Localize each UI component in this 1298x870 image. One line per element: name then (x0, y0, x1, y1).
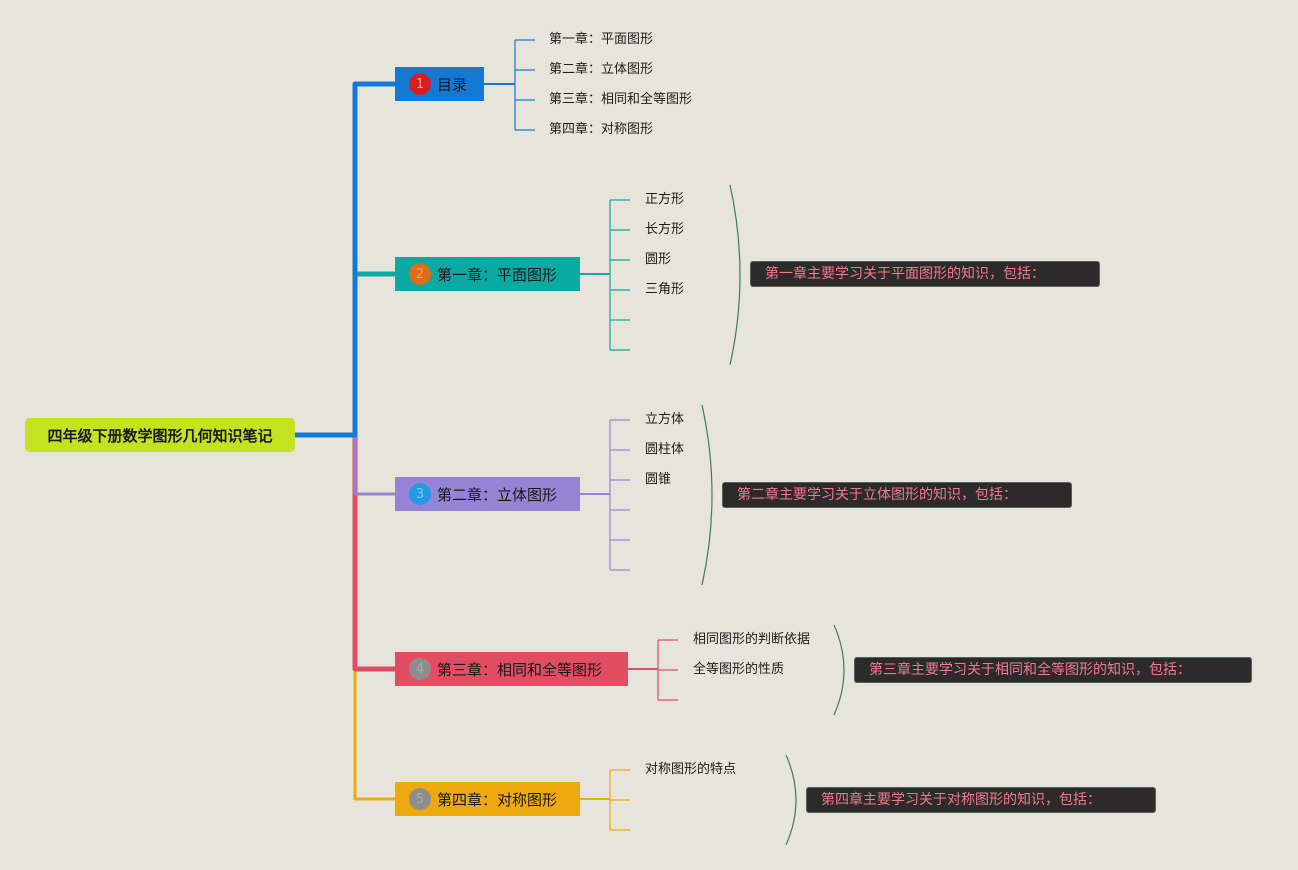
chapter-3-number-badge: 4 (409, 658, 431, 680)
toc-subtopic[interactable]: 第一章：平面图形 (549, 32, 654, 47)
chapter-3-label: 第三章：相同和全等图形 (437, 660, 603, 679)
chapter-2-subtopic[interactable]: 圆柱体 (645, 442, 685, 457)
toc-number-badge: 1 (409, 73, 431, 95)
toc-topic[interactable]: 1 目录 (395, 67, 484, 101)
toc-connector (295, 81, 395, 438)
chapter-2-subtopic[interactable]: 圆锥 (645, 472, 672, 487)
chapter-2-number-badge: 3 (409, 483, 431, 505)
toc-label: 目录 (437, 75, 468, 94)
chapter-2-label: 第二章：立体图形 (437, 485, 558, 504)
chapter-2-topic[interactable]: 3 第二章：立体图形 (395, 477, 580, 511)
chapter-4-subtopic[interactable]: 对称图形的特点 (645, 762, 737, 777)
chapter-1-topic[interactable]: 2 第一章：平面图形 (395, 257, 580, 291)
chapter-1-subtopic[interactable]: 正方形 (645, 192, 685, 207)
chapter-1-subtopic[interactable]: 圆形 (645, 252, 672, 267)
chapter-4-topic[interactable]: 5 第四章：对称图形 (395, 782, 580, 816)
chapter-2-summary-brace (701, 404, 713, 586)
toc-subtopic[interactable]: 第四章：对称图形 (549, 122, 654, 137)
chapter-2-summary[interactable]: 第二章主要学习关于立体图形的知识，包括： (722, 482, 1072, 508)
chapter-1-connector (295, 271, 395, 438)
chapter-1-subtopic[interactable]: 长方形 (645, 222, 685, 237)
chapter-4-connector (295, 433, 395, 801)
chapter-3-summary-brace (833, 624, 845, 716)
chapter-3-summary[interactable]: 第三章主要学习关于相同和全等图形的知识，包括： (854, 657, 1252, 683)
chapter-4-summary-brace (785, 754, 797, 846)
chapter-4-label: 第四章：对称图形 (437, 790, 558, 809)
chapter-1-summary-brace (729, 184, 741, 366)
chapter-1-summary[interactable]: 第一章主要学习关于平面图形的知识，包括： (750, 261, 1100, 287)
root-topic[interactable]: 四年级下册数学图形几何知识笔记 (25, 418, 295, 452)
chapter-3-topic[interactable]: 4 第三章：相同和全等图形 (395, 652, 628, 686)
toc-subtopic[interactable]: 第三章：相同和全等图形 (549, 92, 693, 107)
chapter-4-summary[interactable]: 第四章主要学习关于对称图形的知识，包括： (806, 787, 1156, 813)
chapter-4-number-badge: 5 (409, 788, 431, 810)
chapter-1-number-badge: 2 (409, 263, 431, 285)
toc-subtopic[interactable]: 第二章：立体图形 (549, 62, 654, 77)
chapter-3-subtopic[interactable]: 相同图形的判断依据 (693, 632, 811, 647)
chapter-2-connector (295, 433, 395, 496)
chapter-3-connector (295, 432, 395, 672)
chapter-2-subtopic[interactable]: 立方体 (645, 412, 685, 427)
chapter-3-subtopic[interactable]: 全等图形的性质 (693, 662, 785, 677)
chapter-1-label: 第一章：平面图形 (437, 265, 558, 284)
chapter-1-subtopic[interactable]: 三角形 (645, 282, 685, 297)
